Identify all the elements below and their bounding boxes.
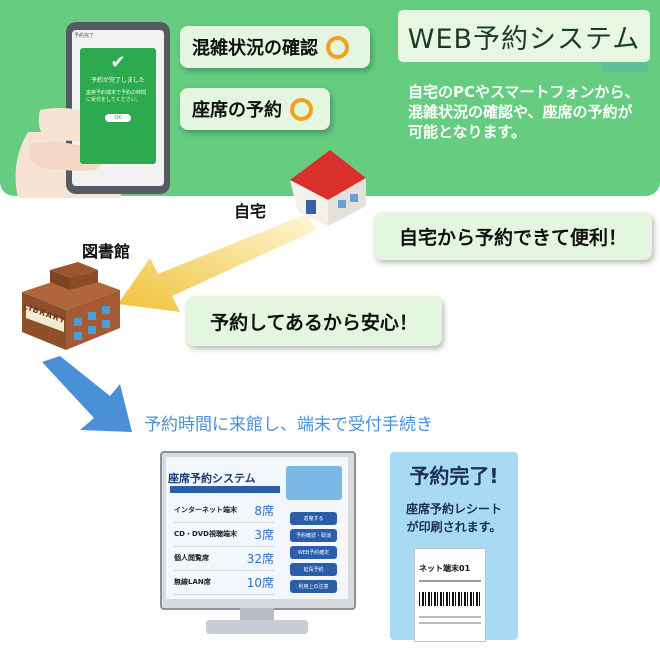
receipt-line (419, 580, 481, 582)
kiosk-row: 無線LAN席 10席 (174, 570, 274, 595)
home-label: 自宅 (234, 202, 267, 221)
house-icon (290, 150, 366, 226)
kiosk-notes-button[interactable]: 利用上の注意 (290, 580, 337, 593)
visit-instruction: 予約時間に来館し、端末で受付手続き (144, 415, 433, 435)
receipt-title: 予約完了! (409, 464, 499, 488)
kiosk-return-seat-button[interactable]: 返席する (290, 512, 337, 525)
kiosk-row: CD・DVD視聴端末 3席 (174, 522, 274, 547)
circle-check-icon (326, 35, 349, 59)
library-label: 図書館 (82, 242, 131, 261)
circle-check-icon (290, 97, 313, 121)
kiosk-row-label: インターネット端末 (174, 506, 237, 514)
kiosk-row-label: 無線LAN席 (174, 578, 211, 586)
kiosk-row-value: 8席 (254, 503, 274, 518)
library-benefit-bubble: 予約してあるから安心！ (186, 296, 442, 346)
home-benefit-text: 自宅から予約できて便利！ (398, 226, 627, 249)
kiosk-row-label: CD・DVD視聴端末 (174, 530, 237, 538)
title-underline (602, 62, 648, 72)
phone-header: 予約完了 (74, 33, 95, 39)
kiosk-base (206, 620, 308, 634)
kiosk-row-value: 3席 (254, 527, 274, 542)
receipt-seat-name: ネット端末01 (419, 564, 471, 573)
phone-message: 予約が完了しました (90, 77, 145, 84)
receipt-barcode (419, 592, 481, 606)
kiosk-row: インターネット端末 8席 (174, 498, 274, 523)
system-title: WEB予約システム (398, 10, 650, 62)
kiosk-neck (240, 608, 274, 622)
kiosk-row-value: 32席 (246, 551, 274, 566)
library-benefit-text: 予約してあるから安心！ (210, 311, 418, 334)
feature-congestion-label: 混雑状況の確認 (192, 38, 318, 59)
kiosk-title: 座席予約システム (168, 472, 256, 485)
phone-body-text: 座席予約端末で予約の時間に受付をしてください。 (86, 90, 147, 103)
visit-arrow (42, 356, 132, 432)
kiosk-row-value: 10席 (246, 575, 274, 590)
home-benefit-bubble: 自宅から予約できて便利！ (374, 212, 652, 260)
feature-reservation-bubble: 座席の予約 (180, 88, 330, 130)
kiosk-date-bar (170, 486, 280, 493)
kiosk-row: 個人閲覧席 32席 (174, 546, 274, 571)
kiosk-confirm-cancel-button[interactable]: 予約確認・取消 (290, 529, 337, 542)
receipt-line (419, 616, 481, 618)
feature-reservation-label: 座席の予約 (192, 100, 282, 121)
system-description: 自宅のPCやスマートフォンから、 混雑状況の確認や、座席の予約が 可能となります… (408, 83, 640, 141)
receipt-line (419, 622, 481, 624)
kiosk-row-label: 個人閲覧席 (174, 554, 209, 562)
receipt-subtitle: 座席予約レシート が印刷されます。 (405, 502, 502, 534)
home-to-library-arrow (118, 214, 316, 312)
kiosk-banner (286, 466, 342, 500)
receipt-paper: ネット端末01 (414, 548, 486, 642)
kiosk-extend-button[interactable]: 延長予約 (290, 563, 337, 576)
kiosk-web-confirm-button[interactable]: WEB予約確定 (290, 546, 337, 559)
phone-ok-button[interactable]: OK (105, 114, 131, 122)
phone-confirmation-card: ✔ 予約が完了しました 座席予約端末で予約の時間に受付をしてください。 OK (80, 48, 156, 164)
feature-congestion-bubble: 混雑状況の確認 (180, 26, 370, 68)
check-icon: ✔ (110, 52, 126, 73)
library-building-icon (22, 262, 120, 350)
